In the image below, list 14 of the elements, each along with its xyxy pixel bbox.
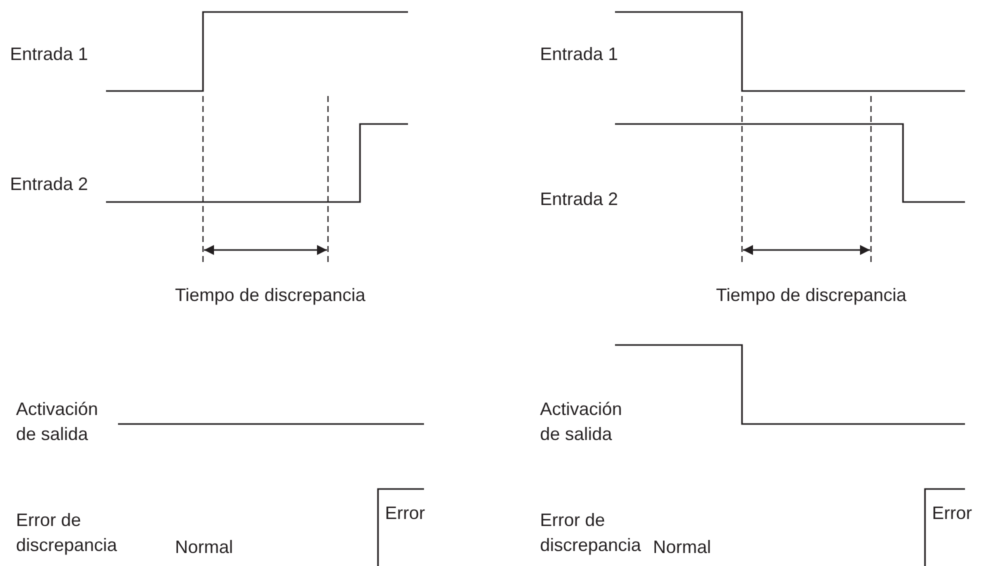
signal-label: Entrada 2	[10, 173, 88, 196]
state-label: Normal	[175, 536, 234, 559]
signal-label: Error de discrepancia	[16, 509, 118, 557]
signal-label: Entrada 1	[540, 43, 618, 66]
signal-label: Entrada 2	[540, 188, 618, 211]
state-label: Error	[385, 502, 425, 525]
signal-label: Entrada 1	[10, 43, 88, 66]
signal-label: Error de discrepancia	[540, 509, 642, 557]
dimension-label: Tiempo de discrepancia	[716, 284, 906, 307]
state-label: Normal	[653, 536, 712, 559]
state-label: Error	[932, 502, 972, 525]
dimension-label: Tiempo de discrepancia	[175, 284, 366, 307]
signal-label: Activación de salida	[16, 398, 100, 446]
signal-label: Activación de salida	[540, 398, 624, 446]
